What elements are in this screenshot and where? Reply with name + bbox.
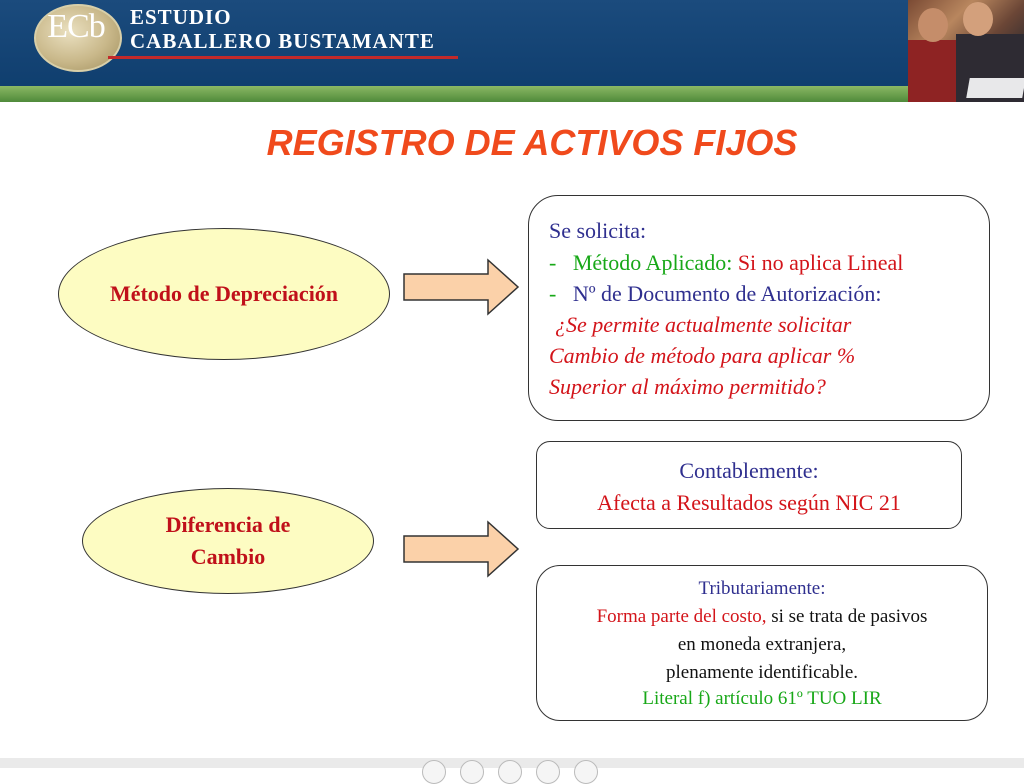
arrow-right-icon <box>403 520 520 578</box>
metodo-depreciacion-label: Método de Depreciación <box>109 281 339 306</box>
diferencia-cambio-ellipse: Diferencia de Cambio <box>82 488 374 594</box>
slide-nav-button[interactable] <box>422 760 446 784</box>
logo-icon <box>34 4 122 72</box>
question-line-1: ¿Se permite actualmente solicitar <box>555 312 852 337</box>
business-people-photo <box>908 0 1024 102</box>
arrow-right-icon <box>403 258 520 316</box>
forma-parte-line: Forma parte del costo, si se trata de pa… <box>537 606 987 628</box>
si-no-aplica-lineal: Si no aplica Lineal <box>737 250 904 275</box>
tributariamente-label: Tributariamente: <box>698 578 826 599</box>
literal-articulo-text: Literal f) artículo 61º TUO LIR <box>642 688 882 709</box>
header-banner <box>0 0 1024 90</box>
metodo-aplicado-label: Método Aplicado: <box>572 250 738 275</box>
diferencia-cambio-label-2: Cambio <box>190 544 266 569</box>
slide-nav-button[interactable] <box>574 760 598 784</box>
question-line-2: Cambio de método para aplicar % <box>549 343 856 368</box>
dash-bullet: - <box>549 250 557 275</box>
dash-bullet: - <box>549 281 557 306</box>
documento-autorizacion-label: Nº de Documento de Autorización: <box>572 281 882 306</box>
moneda-extranjera-text: en moneda extranjera, <box>677 634 847 655</box>
contablemente-label: Contablemente: <box>679 458 819 483</box>
se-solicita-label: Se solicita: <box>549 218 647 243</box>
tributariamente-box: Tributariamente: Forma parte del costo, … <box>536 565 988 721</box>
pasivos-text: si se trata de pasivos <box>766 606 928 627</box>
plenamente-identificable-text: plenamente identificable. <box>665 662 859 683</box>
documento-autorizacion-line: - Nº de Documento de Autorización: <box>549 281 881 307</box>
header-green-stripe <box>0 86 1024 102</box>
metodo-aplicado-line: - Método Aplicado: Si no aplica Lineal <box>549 250 903 276</box>
slide-nav-button[interactable] <box>536 760 560 784</box>
metodo-depreciacion-ellipse: Método de Depreciación <box>58 228 390 360</box>
brand-line-1: ESTUDIO <box>130 5 232 29</box>
se-solicita-box: Se solicita: - Método Aplicado: Si no ap… <box>528 195 990 421</box>
diferencia-cambio-label-1: Diferencia de <box>165 512 291 537</box>
logo-text: ECb <box>47 8 105 45</box>
brand-line-2: CABALLERO BUSTAMANTE <box>130 29 435 53</box>
brand-underline <box>108 56 458 59</box>
slide-nav-button[interactable] <box>498 760 522 784</box>
afecta-resultados-text: Afecta a Resultados según NIC 21 <box>597 490 901 515</box>
forma-parte-costo: Forma parte del costo, <box>596 606 767 627</box>
question-line-3: Superior al máximo permitido? <box>549 374 826 399</box>
contablemente-box: Contablemente: Afecta a Resultados según… <box>536 441 962 529</box>
slide-nav-button[interactable] <box>460 760 484 784</box>
page-title: REGISTRO DE ACTIVOS FIJOS <box>266 122 798 163</box>
